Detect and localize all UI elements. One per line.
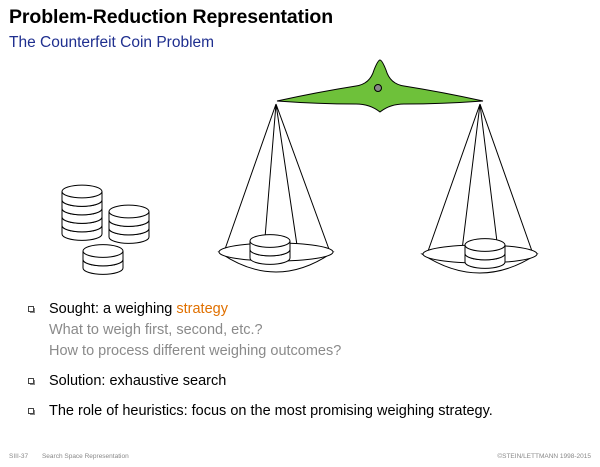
bullet-text: The role of heuristics: focus on the mos… (49, 403, 493, 419)
bullet-text: Solution: exhaustive search (49, 373, 227, 389)
coin-stack-icon (464, 238, 506, 269)
footer-left: SIII-37 Search Space Representation (9, 453, 129, 460)
bullet-marker-icon (28, 408, 35, 415)
footer-section-title: Search Space Representation (41, 453, 129, 460)
footer-copyright: ©STEIN/LETTMANN 1998-2015 (497, 453, 591, 460)
coin-top-icon (82, 244, 124, 258)
coin-stack-icon (82, 244, 124, 275)
pivot-icon (374, 84, 382, 92)
coin-stack-icon (108, 204, 150, 244)
bullet-item-sought: Sought: a weighing strategy What to weig… (28, 299, 588, 362)
slide-title: Problem-Reduction Representation (9, 6, 334, 28)
bullet-item-heuristics: The role of heuristics: focus on the mos… (28, 401, 588, 422)
bullet-marker-icon (28, 378, 35, 385)
counterfeit-coin-figure (61, 59, 539, 275)
bullet-text-prefix: Sought: a weighing (49, 301, 177, 317)
coin-top-icon (464, 238, 506, 252)
bullet-subline: How to process different weighing outcom… (49, 343, 342, 359)
slide-subtitle: The Counterfeit Coin Problem (9, 34, 215, 51)
bullet-list: Sought: a weighing strategy What to weig… (28, 299, 588, 422)
coin-stack-icon (249, 234, 291, 265)
balance-scale-icon (217, 59, 539, 274)
bullet-marker-icon (28, 306, 35, 313)
coin-top-icon (61, 184, 103, 199)
footer-page-number: SIII-37 (9, 453, 29, 460)
bullet-subline: What to weigh first, second, etc.? (49, 322, 263, 338)
coin-top-icon (108, 204, 150, 219)
coin-top-icon (249, 234, 291, 248)
left-pan-strings-icon (223, 103, 331, 253)
right-pan-strings-icon (426, 103, 534, 255)
highlighted-word: strategy (176, 301, 228, 317)
bullet-text: Sought: a weighing strategy (49, 299, 588, 320)
coin-stack-icon (61, 184, 103, 241)
bullet-item-solution: Solution: exhaustive search (28, 371, 588, 392)
